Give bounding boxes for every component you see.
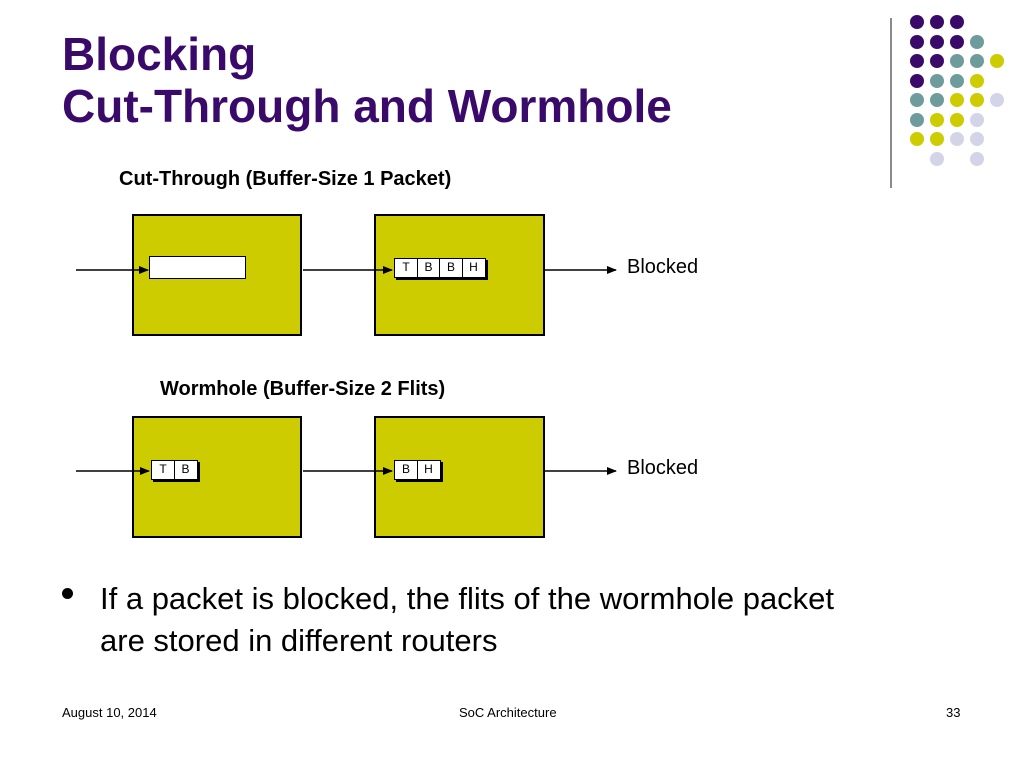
cut-through-router-2-flit-t: T	[394, 258, 418, 278]
decorative-dot	[910, 54, 924, 68]
bullet-text: If a packet is blocked, the flits of the…	[100, 581, 835, 658]
wormhole-blocked-label: Blocked	[627, 457, 699, 479]
decorative-dot	[910, 73, 924, 88]
decorative-dot	[930, 112, 944, 127]
wormhole-label: Wormhole (Buffer-Size 2 Flits)	[160, 378, 446, 400]
bullet-dot	[62, 588, 73, 599]
decorative-dot	[950, 93, 964, 107]
decorative-dot	[930, 73, 944, 88]
title-line-1: Blocking	[62, 28, 257, 80]
decorative-dot	[910, 34, 924, 49]
decorative-dot	[950, 54, 964, 68]
decorative-dot	[910, 15, 924, 29]
decorative-dot	[930, 34, 944, 49]
decorative-dot	[930, 132, 944, 146]
decorative-dot	[970, 73, 984, 88]
wormhole-router-2-flit-b: B	[394, 460, 418, 480]
decorative-dot	[910, 112, 924, 127]
decorative-dot	[950, 34, 964, 49]
footer-course: SoC Architecture	[459, 705, 557, 720]
cut-through-router-2-flit-b: B	[439, 258, 463, 278]
decorative-dot	[950, 132, 964, 146]
decorative-dot	[990, 54, 1004, 68]
decorative-dot	[950, 15, 964, 29]
footer-page-number: 33	[946, 705, 961, 720]
decorative-dot	[910, 132, 924, 146]
cut-through-router-2-flit-b: B	[416, 258, 441, 278]
decorative-dot	[930, 151, 944, 166]
wormhole-router-1-flit-t: T	[151, 460, 175, 480]
title-line-2: Cut-Through and Wormhole	[62, 80, 672, 132]
decorative-dot	[950, 73, 964, 88]
decorative-divider	[890, 18, 892, 188]
decorative-dot	[970, 151, 984, 166]
decorative-dot	[930, 15, 944, 29]
slide-title: Blocking Cut-Through and Wormhole	[62, 28, 672, 132]
cut-through-blocked-label: Blocked	[627, 256, 699, 278]
decorative-dot	[970, 132, 984, 146]
wormhole-router-1-flit-b: B	[173, 460, 198, 480]
decorative-dot	[970, 93, 984, 107]
decorative-dot	[970, 54, 984, 68]
decorative-dot	[950, 112, 964, 127]
decorative-dot	[970, 34, 984, 49]
decorative-dot	[910, 93, 924, 107]
cut-through-router-1-empty-buffer	[149, 256, 246, 279]
cut-through-router-2-flit-h: H	[461, 258, 486, 278]
cut-through-label: Cut-Through (Buffer-Size 1 Packet)	[119, 168, 452, 190]
decorative-dot	[930, 54, 944, 68]
wormhole-router-2-flit-h: H	[416, 460, 441, 480]
decorative-dot	[970, 112, 984, 127]
decorative-dot	[990, 93, 1004, 107]
footer-date: August 10, 2014	[62, 705, 157, 720]
decorative-dot	[930, 93, 944, 107]
